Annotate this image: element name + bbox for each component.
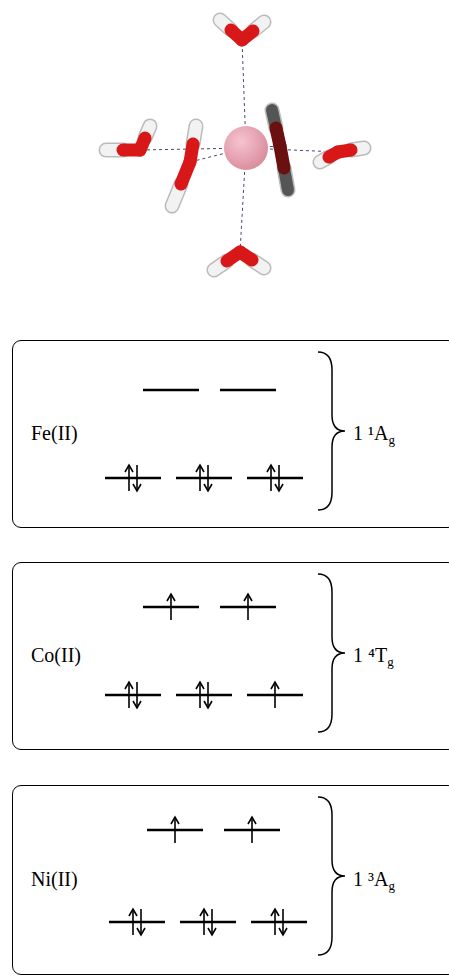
electron-arrow xyxy=(196,682,204,689)
electron-arrow xyxy=(274,682,276,708)
orbital-level xyxy=(251,921,307,924)
electron-arrow xyxy=(136,465,138,491)
electron-arrow xyxy=(133,701,141,708)
orbital-level xyxy=(109,921,165,924)
orbital-level xyxy=(247,477,303,480)
electron-arrow xyxy=(279,928,287,935)
ion-label: Ni(II) xyxy=(31,868,78,891)
electron-arrow xyxy=(270,465,272,491)
electron-arrow xyxy=(208,928,216,935)
electron-arrow xyxy=(136,682,138,708)
electron-arrow xyxy=(171,817,179,824)
orbital-level xyxy=(176,477,232,480)
electron-arrow xyxy=(129,909,137,916)
ion-label: Fe(II) xyxy=(31,422,78,445)
oxygen-stick xyxy=(240,252,252,260)
term-symbol: 1 ¹Ag xyxy=(353,422,395,445)
oxygen-stick xyxy=(181,162,190,184)
orbital-levels xyxy=(105,390,307,935)
oxygen-stick xyxy=(338,150,351,152)
electron-arrow xyxy=(167,594,175,601)
electron-arrow xyxy=(199,465,201,491)
electron-arrow xyxy=(275,484,283,491)
electron-arrow xyxy=(203,909,205,935)
electron-arrow xyxy=(170,594,172,620)
electron-arrow xyxy=(278,465,280,491)
electron-arrow xyxy=(133,484,141,491)
hexaaqua-complex xyxy=(106,20,364,270)
electron-arrow xyxy=(274,909,276,935)
brace xyxy=(318,352,345,955)
electron-arrow xyxy=(200,909,208,916)
orbital-level xyxy=(220,389,276,392)
ion-label: Co(II) xyxy=(31,644,81,667)
electron-arrow xyxy=(174,817,176,843)
term-symbol: 1 ⁴Tg xyxy=(353,644,394,667)
electron-arrow xyxy=(282,909,284,935)
orbital-level xyxy=(176,694,232,697)
oxygen-stick xyxy=(140,138,145,150)
electron-arrow xyxy=(271,909,279,916)
electron-arrow xyxy=(247,594,249,620)
electron-arrow xyxy=(244,594,252,601)
electron-arrow xyxy=(204,484,212,491)
oxygen-stick xyxy=(280,146,284,168)
electron-arrow xyxy=(132,909,134,935)
orbital-level xyxy=(105,694,161,697)
state-box: Fe(II) 1 ¹Ag xyxy=(12,340,449,528)
electron-arrow xyxy=(267,465,275,472)
orbital-level xyxy=(143,389,199,392)
state-box: Co(II) 1 ⁴Tg xyxy=(12,562,449,750)
orbital-level xyxy=(180,921,236,924)
electron-arrow xyxy=(204,701,212,708)
electron-arrow xyxy=(207,682,209,708)
electron-arrow xyxy=(207,465,209,491)
electron-arrow xyxy=(271,682,279,689)
electron-arrow xyxy=(137,928,145,935)
electron-arrow xyxy=(125,465,133,472)
orbital-level xyxy=(105,477,161,480)
electron-arrow xyxy=(128,682,130,708)
term-symbol: 1 ³Ag xyxy=(353,868,395,891)
electron-arrow xyxy=(196,465,204,472)
electron-arrow xyxy=(199,682,201,708)
electron-arrow xyxy=(128,465,130,491)
electron-arrow xyxy=(251,817,253,843)
electron-arrow xyxy=(248,817,256,824)
metal-ion xyxy=(224,126,268,170)
oxygen-stick xyxy=(242,31,253,40)
electron-arrow xyxy=(125,682,133,689)
state-box: Ni(II) 1 ³Ag xyxy=(12,785,449,975)
electron-arrow xyxy=(211,909,213,935)
electron-arrow xyxy=(140,909,142,935)
